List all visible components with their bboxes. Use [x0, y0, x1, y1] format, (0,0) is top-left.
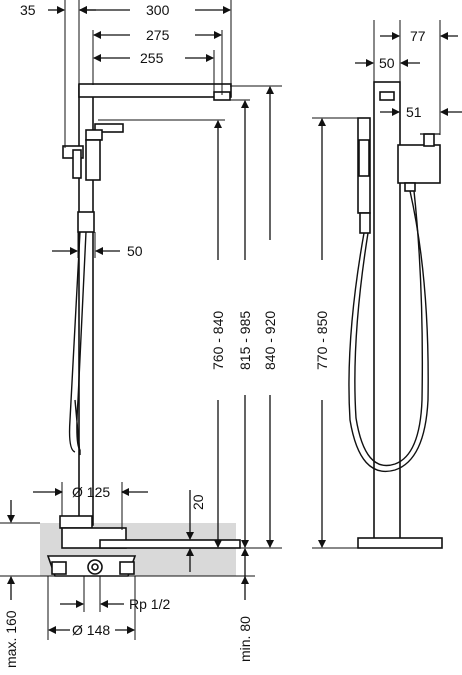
- dim-diameter-148: Ø 148: [72, 622, 110, 638]
- dim-275: 275: [146, 27, 170, 43]
- front-view-mixer: [46, 83, 241, 577]
- dim-815-985: 815 - 985: [237, 311, 253, 370]
- dim-760-840: 760 - 840: [210, 311, 226, 370]
- dim-max-160: max. 160: [3, 610, 19, 668]
- dim-35: 35: [20, 2, 36, 18]
- dim-51: 51: [406, 104, 422, 120]
- dim-770-850: 770 - 850: [314, 311, 330, 370]
- dim-min-80: min. 80: [237, 616, 253, 662]
- side-view-mixer: [348, 81, 443, 549]
- dim-50-top: 50: [379, 55, 395, 71]
- dim-300: 300: [146, 2, 170, 18]
- dim-255: 255: [140, 50, 164, 66]
- dim-77: 77: [410, 28, 426, 44]
- dim-20: 20: [190, 494, 206, 510]
- dim-diameter-125: Ø 125: [72, 484, 110, 500]
- dim-840-920: 840 - 920: [262, 311, 278, 370]
- dim-rp-1-2: Rp 1/2: [129, 596, 170, 612]
- dim-50-side: 50: [127, 243, 143, 259]
